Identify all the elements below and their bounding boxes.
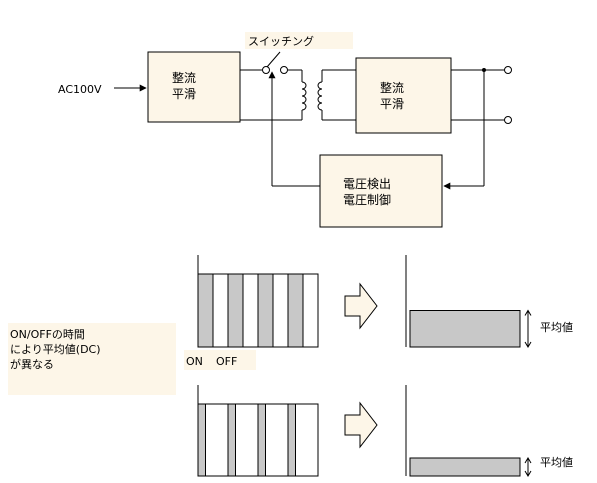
conversion-arrow-top	[344, 282, 378, 330]
input-label: AC100V	[58, 83, 102, 96]
switch-label-bg	[245, 32, 353, 49]
note-bg	[8, 323, 176, 395]
rectifier-block-2-line2: 平滑	[380, 97, 404, 111]
rectifier-block-1: 整流 平滑	[147, 51, 241, 123]
top-pulse-train	[197, 273, 319, 348]
rectifier-block-1-box	[147, 51, 241, 123]
switch-contact-left	[262, 66, 270, 74]
transformer-secondary	[317, 81, 323, 111]
avg-arrow-head-down	[524, 470, 532, 477]
conversion-arrow-bottom	[344, 401, 378, 449]
switch-blade	[266, 51, 281, 68]
voltage-control-box	[319, 154, 443, 228]
pulse-on	[227, 273, 244, 348]
output-terminal-top	[504, 66, 512, 74]
pulse-on	[197, 273, 214, 348]
switch-contact-right	[280, 66, 288, 74]
voltage-control-line1: 電圧検出	[343, 177, 391, 191]
note-line1: ON/OFFの時間	[10, 328, 85, 341]
output-terminal-bottom	[504, 116, 512, 124]
pulse-on	[287, 273, 304, 348]
rectifier-block-1-line1: 整流	[172, 70, 196, 85]
note-line3: が異なる	[10, 357, 54, 371]
bottom-average-level	[409, 457, 521, 477]
rectifier-block-2-box	[355, 57, 452, 134]
pulse-on	[257, 403, 266, 477]
avg-arrow-head-down	[524, 341, 532, 348]
voltage-control-line2: 電圧制御	[343, 192, 391, 207]
waveform-section: ON/OFFの時間 により平均値(DC) が異なる ON OFF 平均値 平均値	[8, 255, 573, 477]
top-average-label: 平均値	[540, 321, 573, 334]
off-label: OFF	[216, 355, 237, 368]
rectifier-block-2-line1: 整流	[380, 80, 404, 95]
top-average-level	[409, 310, 521, 348]
note-line2: により平均値(DC)	[10, 343, 101, 356]
transformer-primary	[301, 81, 307, 111]
on-label: ON	[186, 355, 203, 368]
on-off-bg	[184, 350, 256, 370]
pulse-on	[257, 273, 274, 348]
rectifier-block-1-line2: 平滑	[172, 87, 196, 101]
pulse-on	[287, 403, 296, 477]
bottom-average-arrow	[524, 457, 532, 477]
bottom-average-label: 平均値	[540, 456, 573, 469]
avg-arrow-head-up	[524, 457, 532, 464]
voltage-control-block: 電圧検出 電圧制御	[319, 154, 443, 228]
avg-arrow-head-up	[524, 309, 532, 316]
circuit-diagram: AC100V 整流 平滑 スイッチング 整流	[58, 32, 512, 228]
pulse-on	[197, 403, 206, 477]
bottom-pulse-train	[197, 403, 319, 477]
pulse-on	[227, 403, 236, 477]
top-average-arrow	[524, 309, 532, 348]
rectifier-block-2: 整流 平滑	[355, 57, 452, 134]
switch-label: スイッチング	[248, 34, 314, 48]
